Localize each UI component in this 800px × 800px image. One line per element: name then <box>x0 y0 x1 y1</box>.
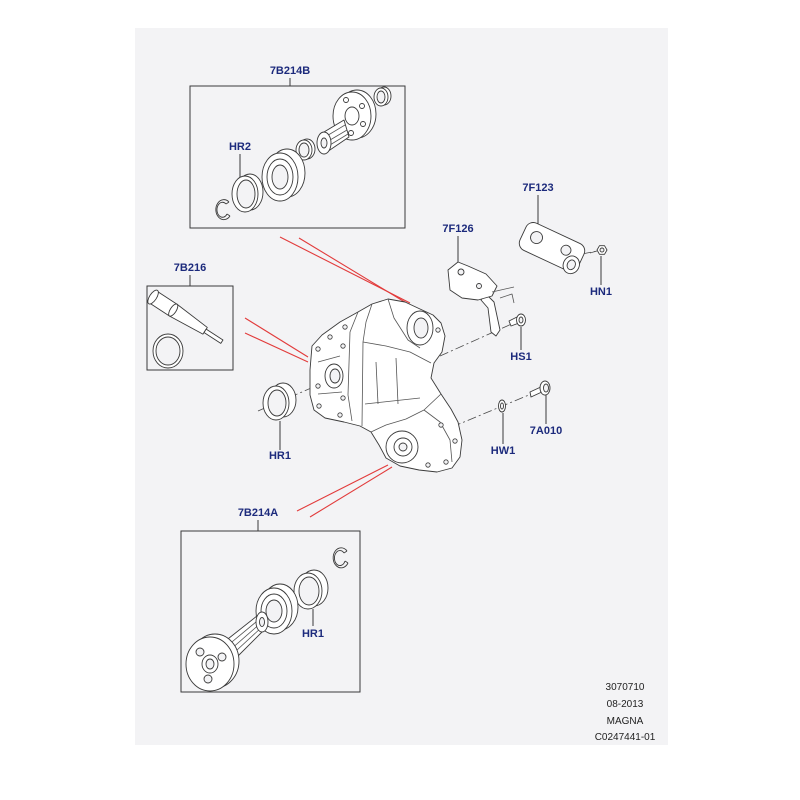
drawing-reference-block: 3070710 08-2013 MAGNA C0247441-01 <box>595 682 656 743</box>
transfer-case-housing <box>309 298 463 473</box>
o-ring-icon <box>152 333 184 369</box>
callout-7b216: 7B216 <box>174 262 206 274</box>
hex-nut-icon <box>589 245 608 255</box>
callout-7a010: 7A010 <box>530 425 562 437</box>
kit-leader-lines <box>244 236 414 518</box>
bolt-icon <box>529 380 551 398</box>
flange-hub-icon <box>316 89 377 155</box>
kit-7b216-leader-b <box>244 332 309 363</box>
callout-7f123: 7F123 <box>522 182 553 194</box>
kit-7b216-frame <box>146 285 234 371</box>
installer-tool-icon <box>147 289 224 344</box>
cap-icon <box>373 86 392 107</box>
kit-7b214a-leader-b <box>309 466 393 518</box>
actuator-icon <box>518 222 586 275</box>
snap-ring-icon <box>332 547 349 569</box>
snap-ring-icon <box>215 199 231 221</box>
axis-line-screw <box>439 321 517 357</box>
axis-line-bolt <box>451 391 537 428</box>
drawing-date: 08-2013 <box>607 699 644 710</box>
callout-hr1-case: HR1 <box>269 450 291 462</box>
seal-ring-hr2-icon <box>231 173 264 213</box>
kit-7b214a-frame <box>180 530 361 693</box>
kit-7b216-leader-a <box>244 317 309 358</box>
seal-ring-hr1-icon <box>262 382 297 421</box>
kit-7b214b-frame <box>189 85 406 229</box>
callout-7b214a: 7B214A <box>238 507 278 519</box>
kit-7b214b-leader-b <box>298 237 414 308</box>
drawing-reference: C0247441-01 <box>595 732 656 743</box>
seal-ring-hr1-kit-icon <box>293 569 329 610</box>
kit-7b214a-leader-a <box>296 464 389 512</box>
supplier-name: MAGNA <box>607 716 644 727</box>
callout-hs1: HS1 <box>510 351 531 363</box>
drawing-number: 3070710 <box>606 682 645 693</box>
shift-fork-icon <box>447 261 515 337</box>
spacer-ring-icon <box>295 138 316 161</box>
kit-7b216-group: 7B216 <box>146 262 234 371</box>
washer-icon <box>498 399 506 413</box>
kit-7b214a-group: 7B214A <box>180 507 361 693</box>
callout-7b214b: 7B214B <box>270 65 310 77</box>
callout-hr2: HR2 <box>229 141 251 153</box>
callout-hn1: HN1 <box>590 286 612 298</box>
bearing-icon <box>261 148 306 202</box>
screw-icon <box>508 313 526 327</box>
output-flange-icon <box>185 611 269 692</box>
kit-7b214b-group: 7B214B <box>189 65 406 229</box>
callout-7f126: 7F126 <box>442 223 473 235</box>
callout-hw1: HW1 <box>491 445 515 457</box>
callout-hr1-kit: HR1 <box>302 628 324 640</box>
